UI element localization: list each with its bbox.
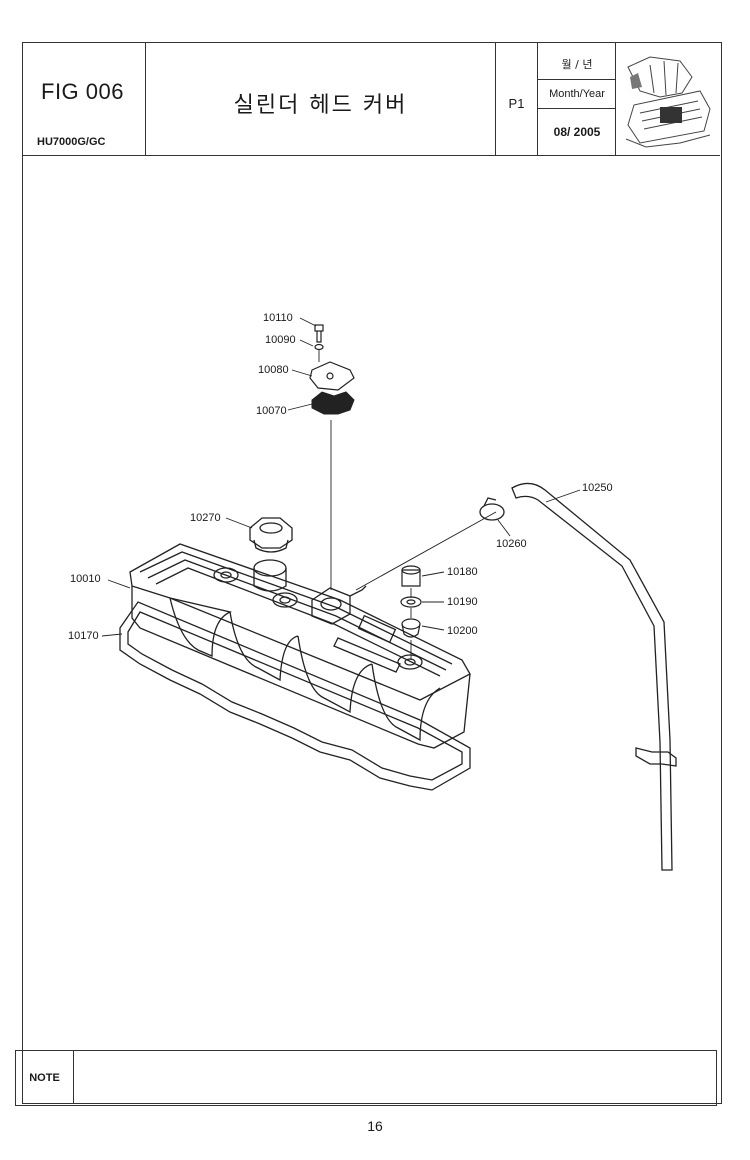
- fig-number: FIG 006: [41, 79, 124, 104]
- callout-10250: 10250: [582, 482, 613, 494]
- breather-housing: [311, 585, 367, 625]
- date-label-en: Month/Year: [538, 80, 616, 109]
- title-block: FIG 006 HU7000G/GC 실린더 헤드 커버 P1 월 / 년 Mo…: [23, 43, 720, 156]
- callout-10170: 10170: [68, 630, 99, 642]
- callout-10190: 10190: [447, 596, 478, 608]
- callout-10010: 10010: [70, 573, 101, 585]
- date-label-ko: 월 / 년: [538, 51, 616, 80]
- breather-hose: [479, 482, 677, 871]
- page-number: 16: [367, 1118, 383, 1134]
- thumb-cell: [616, 43, 720, 155]
- oil-filler-cap: [249, 517, 293, 553]
- fig-cell: FIG 006 HU7000G/GC: [23, 43, 146, 155]
- drawing-sheet: FIG 006 HU7000G/GC 실린더 헤드 커버 P1 월 / 년 Mo…: [22, 42, 722, 1104]
- note-label: NOTE: [16, 1051, 74, 1104]
- page-cell: P1: [496, 43, 538, 155]
- cylinder-head-cover: [119, 543, 471, 791]
- callout-10260: 10260: [496, 538, 527, 550]
- callout-10090: 10090: [265, 334, 296, 346]
- callout-10110: 10110: [263, 312, 293, 324]
- callout-10180: 10180: [447, 566, 478, 578]
- callout-10070: 10070: [256, 405, 287, 417]
- callout-10270: 10270: [190, 512, 221, 524]
- gasket-10070: [311, 391, 355, 415]
- breather-parts: [309, 324, 355, 391]
- note-box: NOTE: [15, 1050, 717, 1106]
- leader-lines: [101, 317, 581, 660]
- date-cell: 월 / 년 Month/Year 08/ 2005: [538, 43, 616, 155]
- model-code: HU7000G/GC: [37, 136, 106, 148]
- title-cell: 실린더 헤드 커버: [146, 43, 496, 155]
- callout-10080: 10080: [258, 364, 289, 376]
- excavator-thumbnail-image: [625, 56, 711, 148]
- page-title: 실린더 헤드 커버: [233, 93, 408, 118]
- page-label: P1: [508, 96, 525, 111]
- callout-10200: 10200: [447, 625, 478, 637]
- date-value: 08/ 2005: [553, 125, 601, 139]
- fittings: [400, 565, 422, 638]
